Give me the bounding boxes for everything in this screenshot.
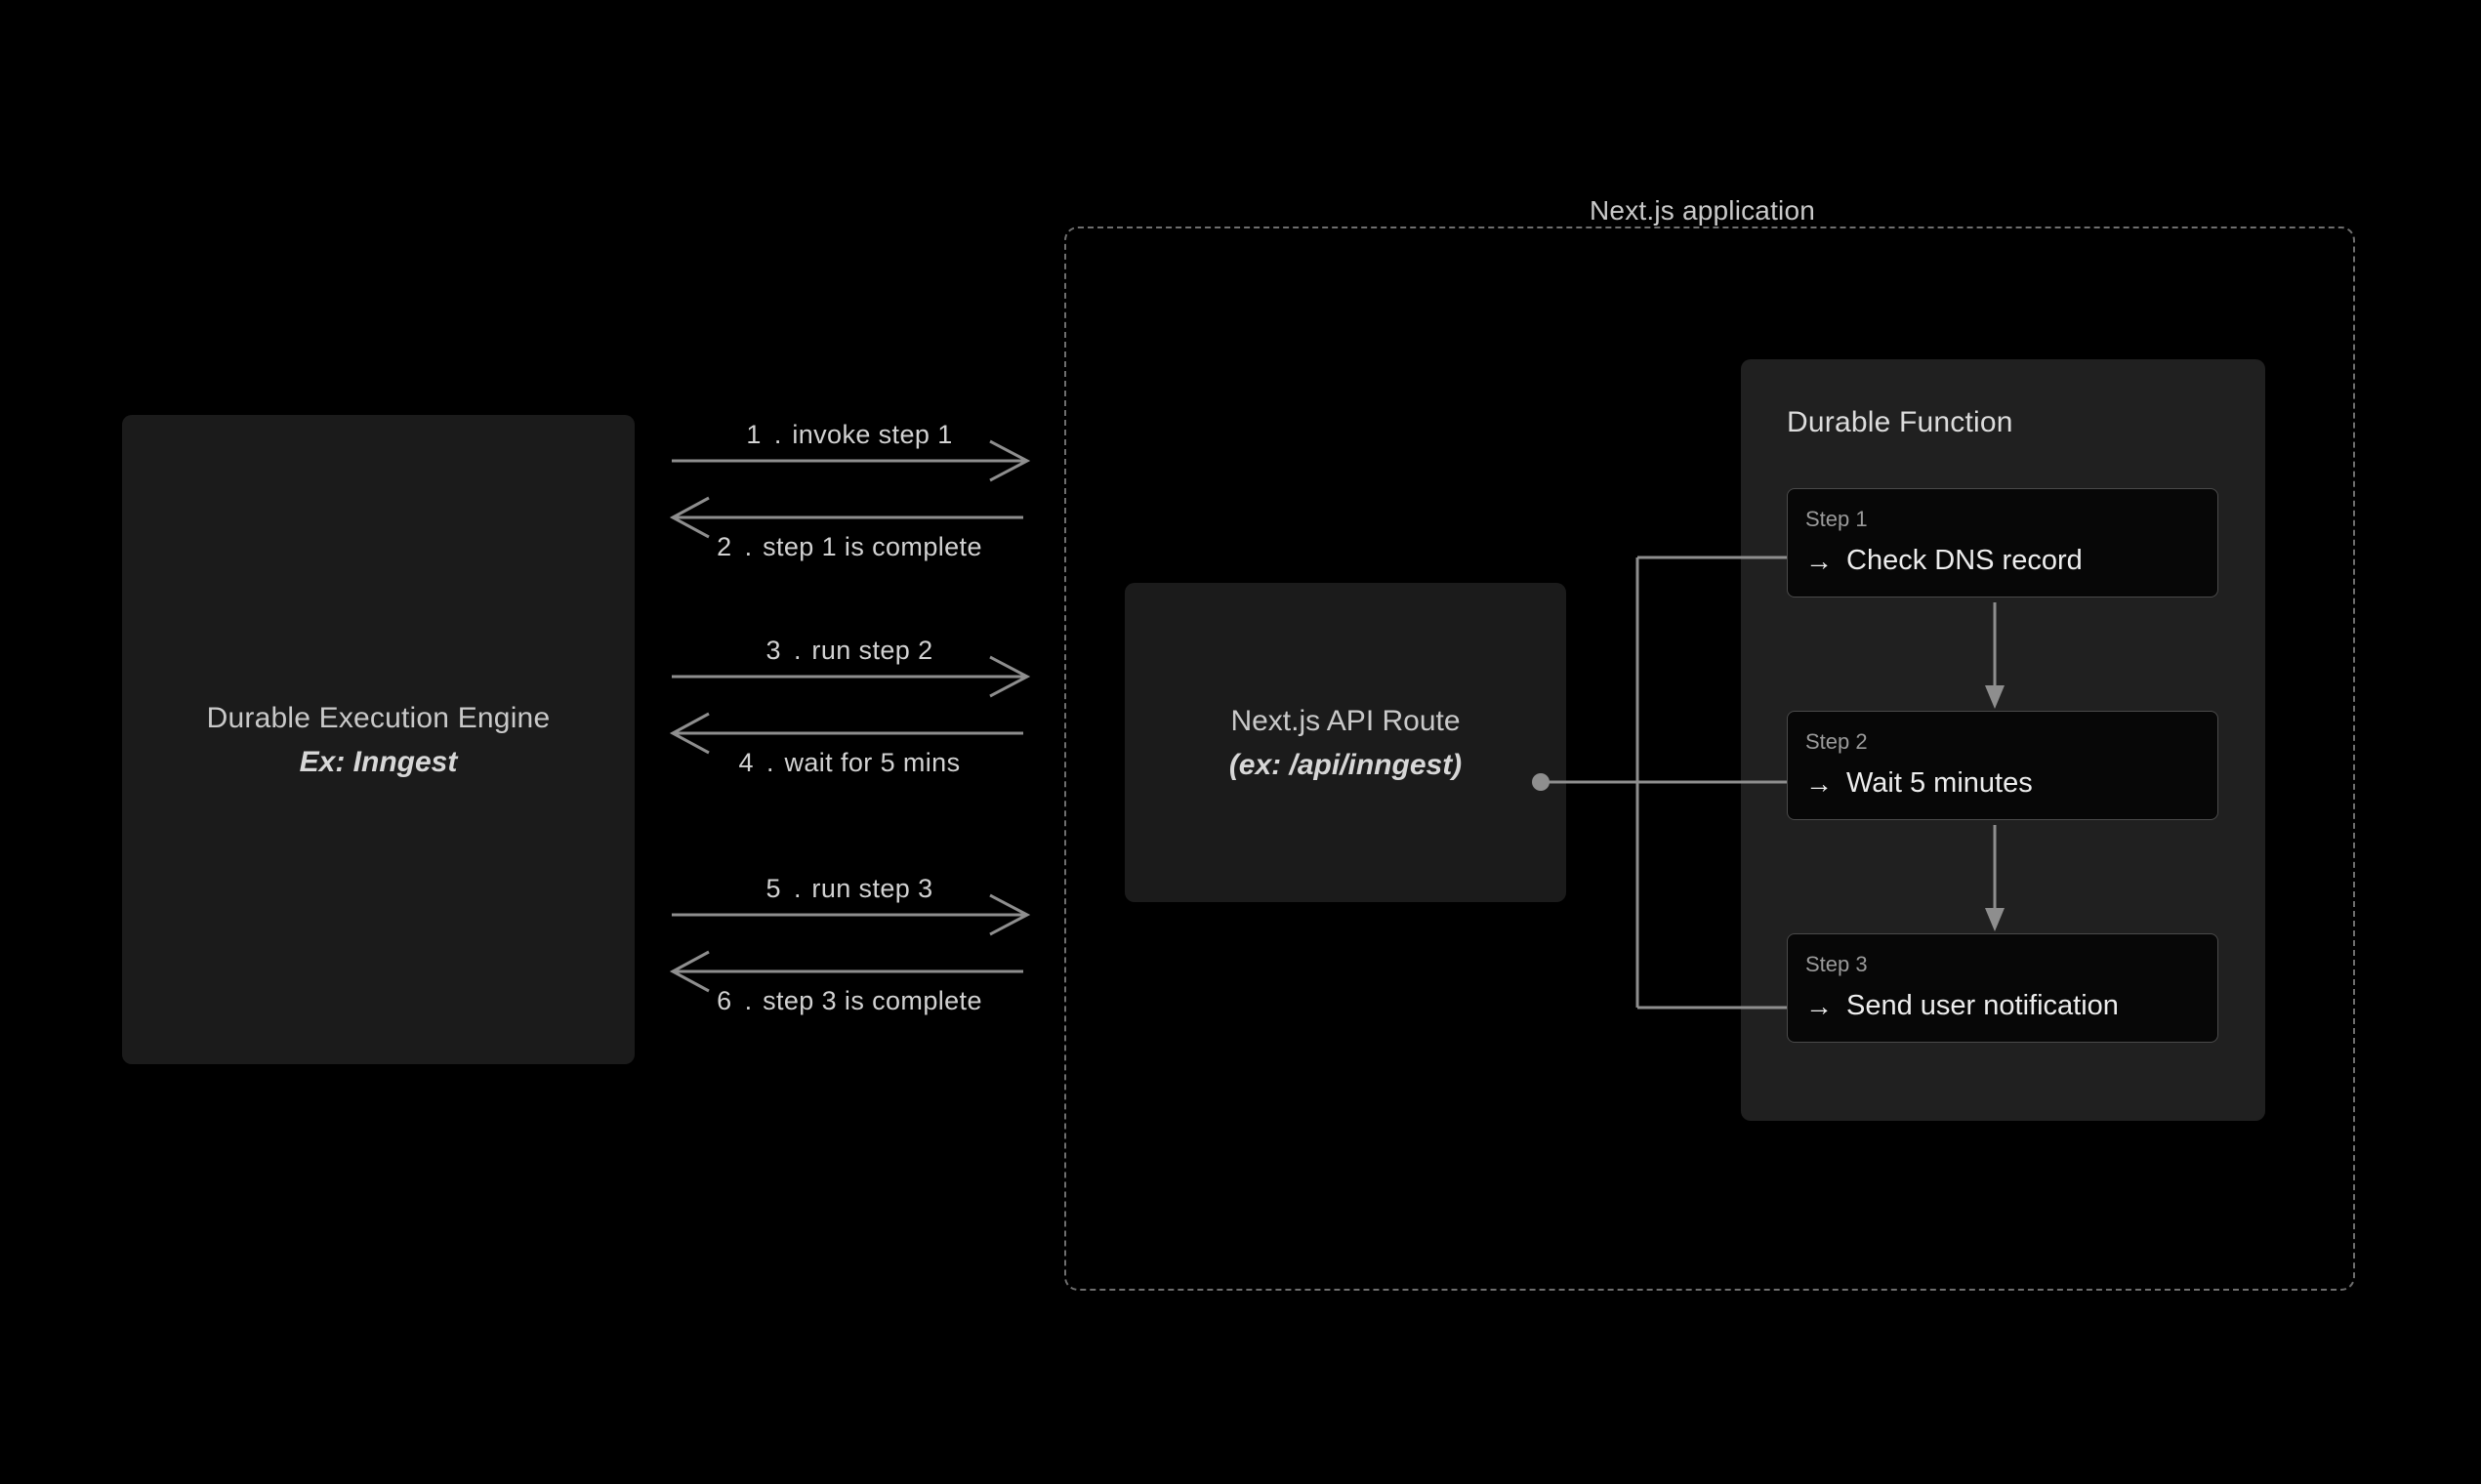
sequence-arrow-head-2 <box>669 496 710 539</box>
step-label: Step 3 <box>1805 952 1868 976</box>
sequence-arrow-head-4 <box>669 712 710 755</box>
sequence-arrow-head-6 <box>669 950 710 993</box>
engine-subtitle: Ex: Inngest <box>299 745 458 778</box>
durable-function-title: Durable Function <box>1787 406 2013 438</box>
step-action: → Wait 5 minutes <box>1805 766 2217 801</box>
sequence-text: run step 3 <box>811 874 933 903</box>
sequence-text: run step 2 <box>811 636 933 665</box>
arrow-right-icon: → <box>1805 767 1833 799</box>
sequence-number: 2 . <box>717 532 756 561</box>
sequence-number: 4 . <box>738 748 777 777</box>
step-label: Step 1 <box>1805 507 1868 531</box>
step-action-text: Check DNS record <box>1846 545 2083 577</box>
sequence-number: 6 . <box>717 986 756 1015</box>
sequence-label-4: 4 . wait for 5 mins <box>672 748 1027 778</box>
arrow-right-icon: → <box>1805 545 1833 576</box>
step-card-3: Step 3 → Send user notification <box>1787 933 2218 1043</box>
nextjs-api-route-box: Next.js API Route (ex: /api/inngest) <box>1125 583 1566 902</box>
sequence-label-2: 2 . step 1 is complete <box>672 532 1027 562</box>
step-action-text: Wait 5 minutes <box>1846 767 2033 800</box>
step-label: Step 2 <box>1805 729 1868 754</box>
sequence-number: 5 . <box>765 874 805 903</box>
step-card-1: Step 1 → Check DNS record <box>1787 488 2218 598</box>
step-action-text: Send user notification <box>1846 990 2119 1022</box>
sequence-number: 1 . <box>746 420 785 449</box>
sequence-text: step 3 is complete <box>763 986 982 1015</box>
nextjs-application-title: Next.js application <box>1568 195 1838 227</box>
sequence-label-6: 6 . step 3 is complete <box>672 986 1027 1016</box>
step-card-2: Step 2 → Wait 5 minutes <box>1787 711 2218 820</box>
sequence-label-3: 3 . run step 2 <box>672 636 1027 666</box>
sequence-number: 3 . <box>765 636 805 665</box>
api-route-subtitle: (ex: /api/inngest) <box>1228 748 1463 781</box>
sequence-text: wait for 5 mins <box>784 748 961 777</box>
step-action: → Send user notification <box>1805 989 2217 1023</box>
api-route-title: Next.js API Route <box>1230 704 1461 737</box>
durable-execution-engine-box: Durable Execution Engine Ex: Inngest <box>122 415 635 1064</box>
engine-title: Durable Execution Engine <box>206 701 551 734</box>
sequence-label-5: 5 . run step 3 <box>672 874 1027 904</box>
arrow-right-icon: → <box>1805 990 1833 1021</box>
sequence-label-1: 1 . invoke step 1 <box>672 420 1027 450</box>
nextjs-application-container <box>1064 227 2355 1291</box>
step-action: → Check DNS record <box>1805 544 2217 578</box>
sequence-text: step 1 is complete <box>763 532 982 561</box>
sequence-text: invoke step 1 <box>792 420 953 449</box>
